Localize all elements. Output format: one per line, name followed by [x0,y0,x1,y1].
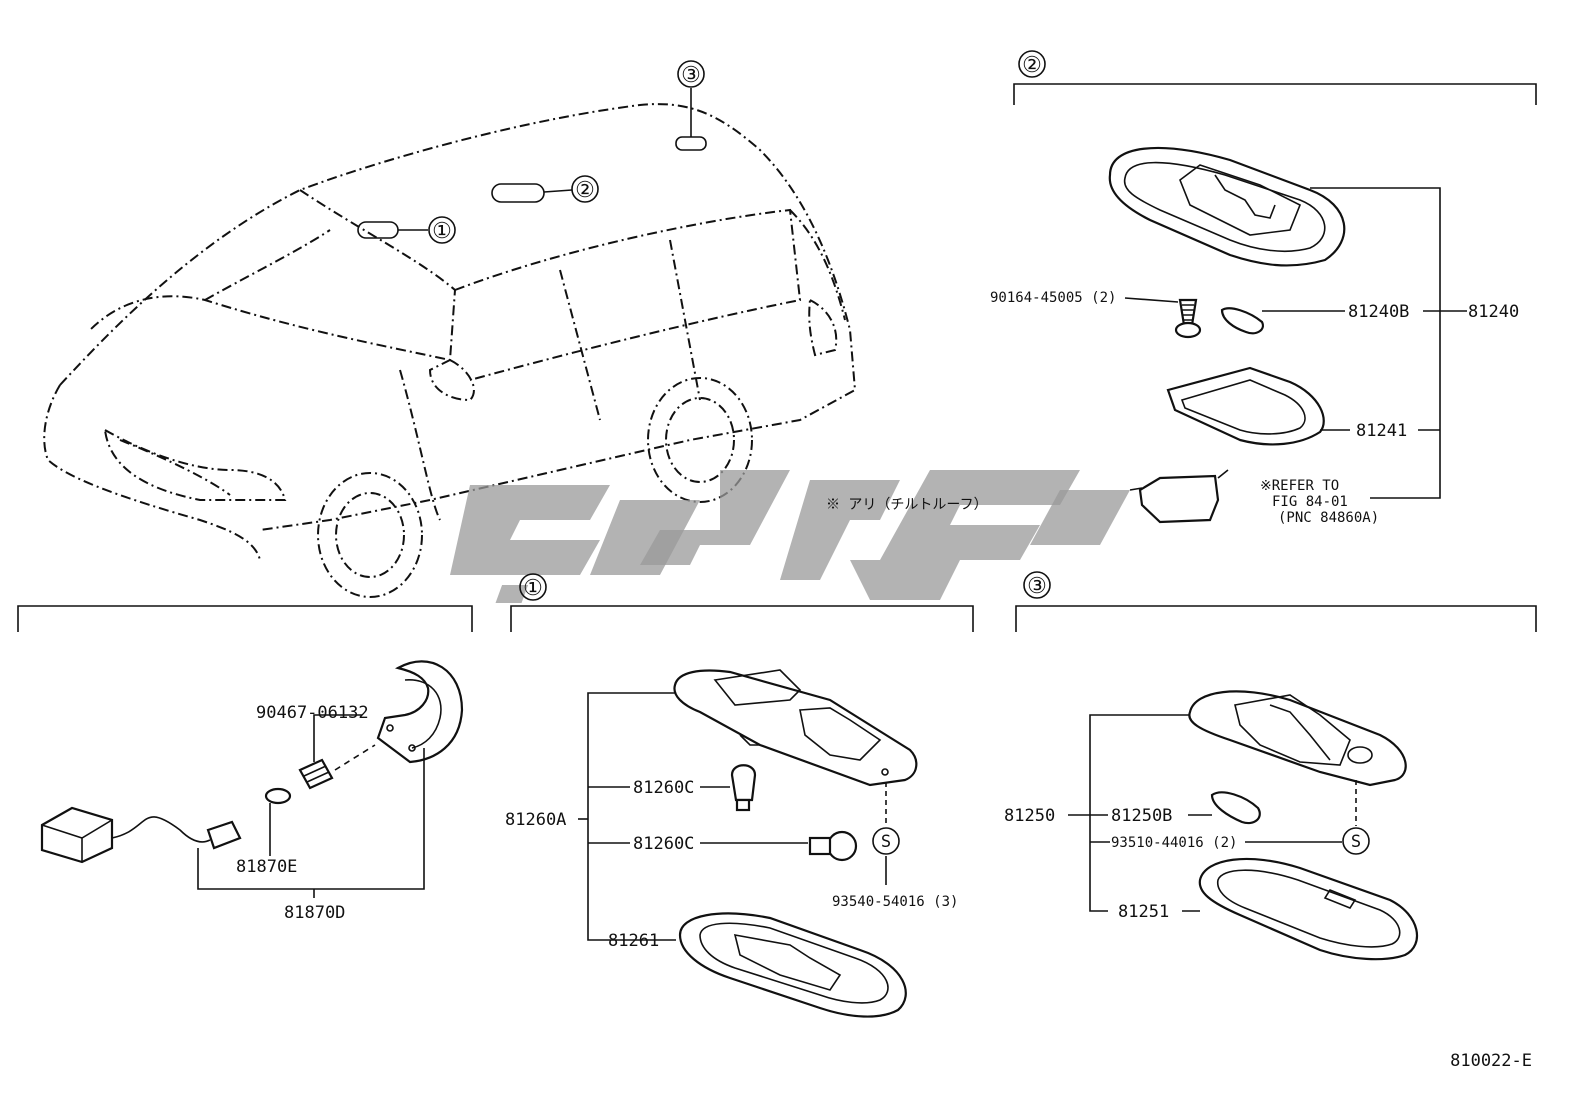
label-90467-06132: 90467-06132 [256,703,369,723]
screw-90164 [1174,298,1202,339]
roof-light-2 [491,183,545,203]
section-3-marker: ③ [1027,574,1047,599]
section-2-bracket [1013,83,1537,105]
label-81241: 81241 [1356,421,1407,441]
section-1-bracket [510,605,974,632]
symbol-s-text-3: S [1351,832,1361,852]
symbol-s-section-1 [872,827,900,855]
bulb-90467 [298,758,334,790]
label-81870e: 81870E [236,857,297,877]
van-marker-1-text: ① [432,219,452,244]
label-81250: 81250 [1004,806,1055,826]
section-1: ① [505,573,974,1018]
bulb-81260c-wedge [730,764,757,812]
lamp-housing-81240 [1108,146,1346,267]
gasket-81870e [264,787,292,805]
label-81240b: 81240B [1348,302,1409,322]
label-81260a: 81260A [505,810,566,830]
section-3-bracket [1015,605,1537,632]
label-90164-45005: 90164-45005 (2) [990,290,1116,306]
roof-light-3 [675,136,707,151]
section-2-marker: ② [1022,53,1042,78]
section-left-bracket [17,605,473,632]
symbol-s-text: S [881,832,891,852]
label-81260c-2: 81260C [633,834,694,854]
label-81870d: 81870D [284,903,345,923]
label-81260c-1: 81260C [633,778,694,798]
van-marker-3-text: ③ [681,63,701,88]
symbol-s-section-3 [1342,827,1370,855]
lens-81251 [1198,857,1419,961]
section-3: ③ S 81250 81250B 93510-44016 ( [1004,571,1537,961]
bulb-81240b [1220,307,1264,335]
bulb-81260c-round [808,830,858,862]
lamp-housing-81250 [1188,690,1407,787]
section-1-marker: ① [523,576,543,601]
label-81261: 81261 [608,931,659,951]
van-marker-2 [571,175,599,203]
label-fig-84-01: FIG 84-01 [1272,494,1348,510]
label-93510-44016: 93510-44016 (2) [1111,835,1237,851]
label-81250b: 81250B [1111,806,1172,826]
lamp-body-81260a [673,669,918,787]
lens-81261 [678,912,907,1018]
label-pnc-84860a: (PNC 84860A) [1278,510,1379,526]
lens-81241 [1166,366,1325,446]
connector-81870d [40,806,242,864]
label-93540-54016: 93540-54016 (3) [832,894,958,910]
section-left: 90467-06132 81870E 81870D [17,605,473,923]
van-marker-3 [677,60,705,88]
bulb-81250b [1210,791,1261,825]
sheet-code: 810022-E [1450,1051,1532,1071]
reflector-housing [376,660,464,764]
note-tilt-roof: ※ アリ（チルトルーフ） [826,497,988,513]
switch-84860a [1129,469,1229,524]
label-81240: 81240 [1468,302,1519,322]
label-refer-to: ※REFER TO [1260,478,1339,494]
label-81251: 81251 [1118,902,1169,922]
van-marker-2-text: ② [575,178,595,203]
van-outline: ① ② ③ [43,60,857,598]
watermark-logo [450,470,1130,603]
section-2: ② [826,50,1537,526]
van-marker-1 [428,216,456,244]
